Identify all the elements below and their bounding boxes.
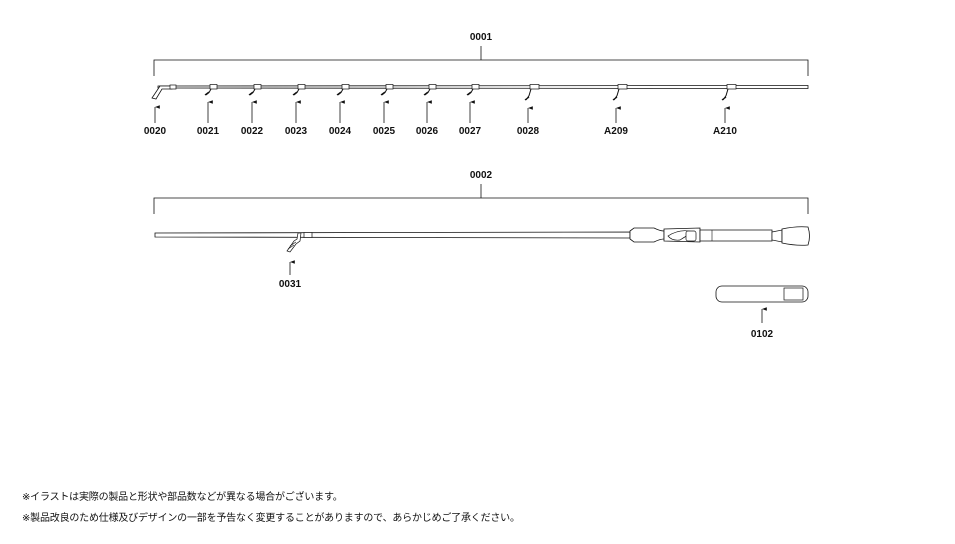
label-0028: 0028 (517, 126, 540, 137)
assembly-label-0001: 0001 (470, 32, 493, 43)
bracket-0001 (153, 59, 809, 76)
label-0023: 0023 (285, 126, 308, 137)
guide-foot (303, 232, 313, 238)
label-0026: 0026 (416, 126, 439, 137)
guide-0026 (423, 84, 437, 96)
guide-0027 (466, 84, 480, 96)
footnote-illustration: ※イラストは実際の製品と形状や部品数などが異なる場合がございます。 (22, 492, 343, 503)
guide-A209 (612, 84, 628, 101)
fore-grip (629, 227, 665, 243)
guide-0025 (380, 84, 394, 96)
label-0024: 0024 (329, 126, 352, 137)
rear-tube (699, 229, 773, 242)
label-0025: 0025 (373, 126, 396, 137)
footnote-specifications: ※製品改良のため仕様及びデザインの一部を予告なく変更することがありますので、あら… (22, 513, 520, 524)
handle-assembly (629, 226, 810, 246)
label-0102: 0102 (751, 329, 774, 340)
label-0021: 0021 (197, 126, 220, 137)
guide-0024 (336, 84, 350, 96)
tip-top-guide (151, 84, 177, 100)
guide-0021 (204, 84, 218, 96)
guide-labels: 0020 0021 0022 0023 0024 0025 0026 0027 0028 A209… (144, 100, 737, 137)
assembly-label-0002: 0002 (470, 170, 493, 181)
label-0020: 0020 (144, 126, 167, 137)
tip-blank (157, 85, 809, 89)
guide-group (204, 84, 737, 101)
winding-check (771, 229, 783, 243)
label-0022: 0022 (241, 126, 264, 137)
guide-0022 (248, 84, 262, 96)
label-0027: 0027 (459, 126, 482, 137)
guide-A210 (721, 84, 737, 101)
label-A210: A210 (713, 126, 737, 137)
seat-nut (685, 230, 697, 242)
label-A209: A209 (604, 126, 628, 137)
label-0031: 0031 (279, 279, 302, 290)
bracket-0002 (153, 197, 809, 214)
guide-0028 (524, 84, 540, 101)
rear-grip (781, 226, 810, 246)
butt-section-assembly: 0002 0031 01 (153, 170, 810, 340)
butt-blank (154, 231, 631, 239)
rod-band-accessory (715, 285, 809, 303)
guide-0023 (292, 84, 306, 96)
butt-guide (286, 232, 302, 253)
